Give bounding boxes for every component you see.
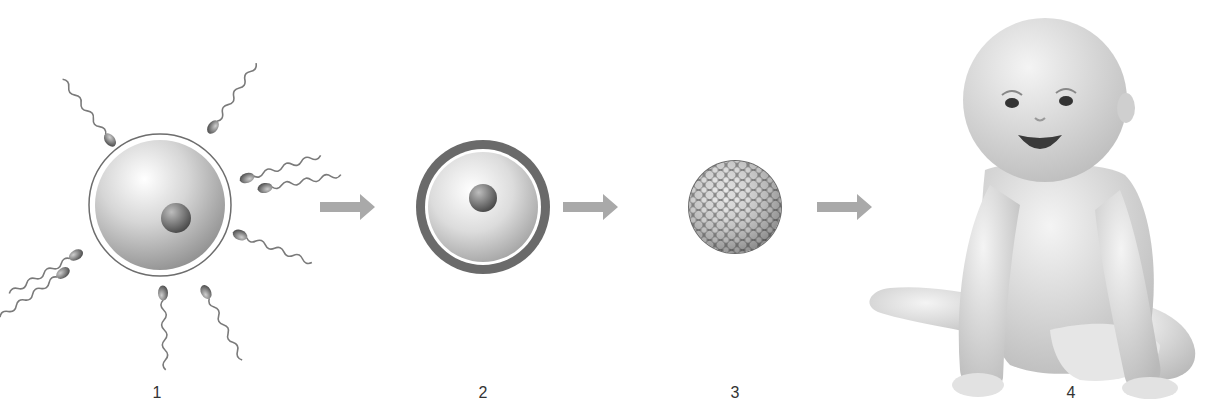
stage-number: 1 — [153, 384, 162, 402]
stage-number: 3 — [731, 384, 740, 402]
stage-number: 2 — [479, 384, 488, 402]
stage-arrows — [320, 194, 872, 220]
morula — [685, 157, 785, 257]
baby — [869, 18, 1195, 399]
stage-number: 4 — [1067, 384, 1076, 402]
egg-with-sperm — [0, 60, 342, 370]
zygote — [416, 140, 550, 274]
